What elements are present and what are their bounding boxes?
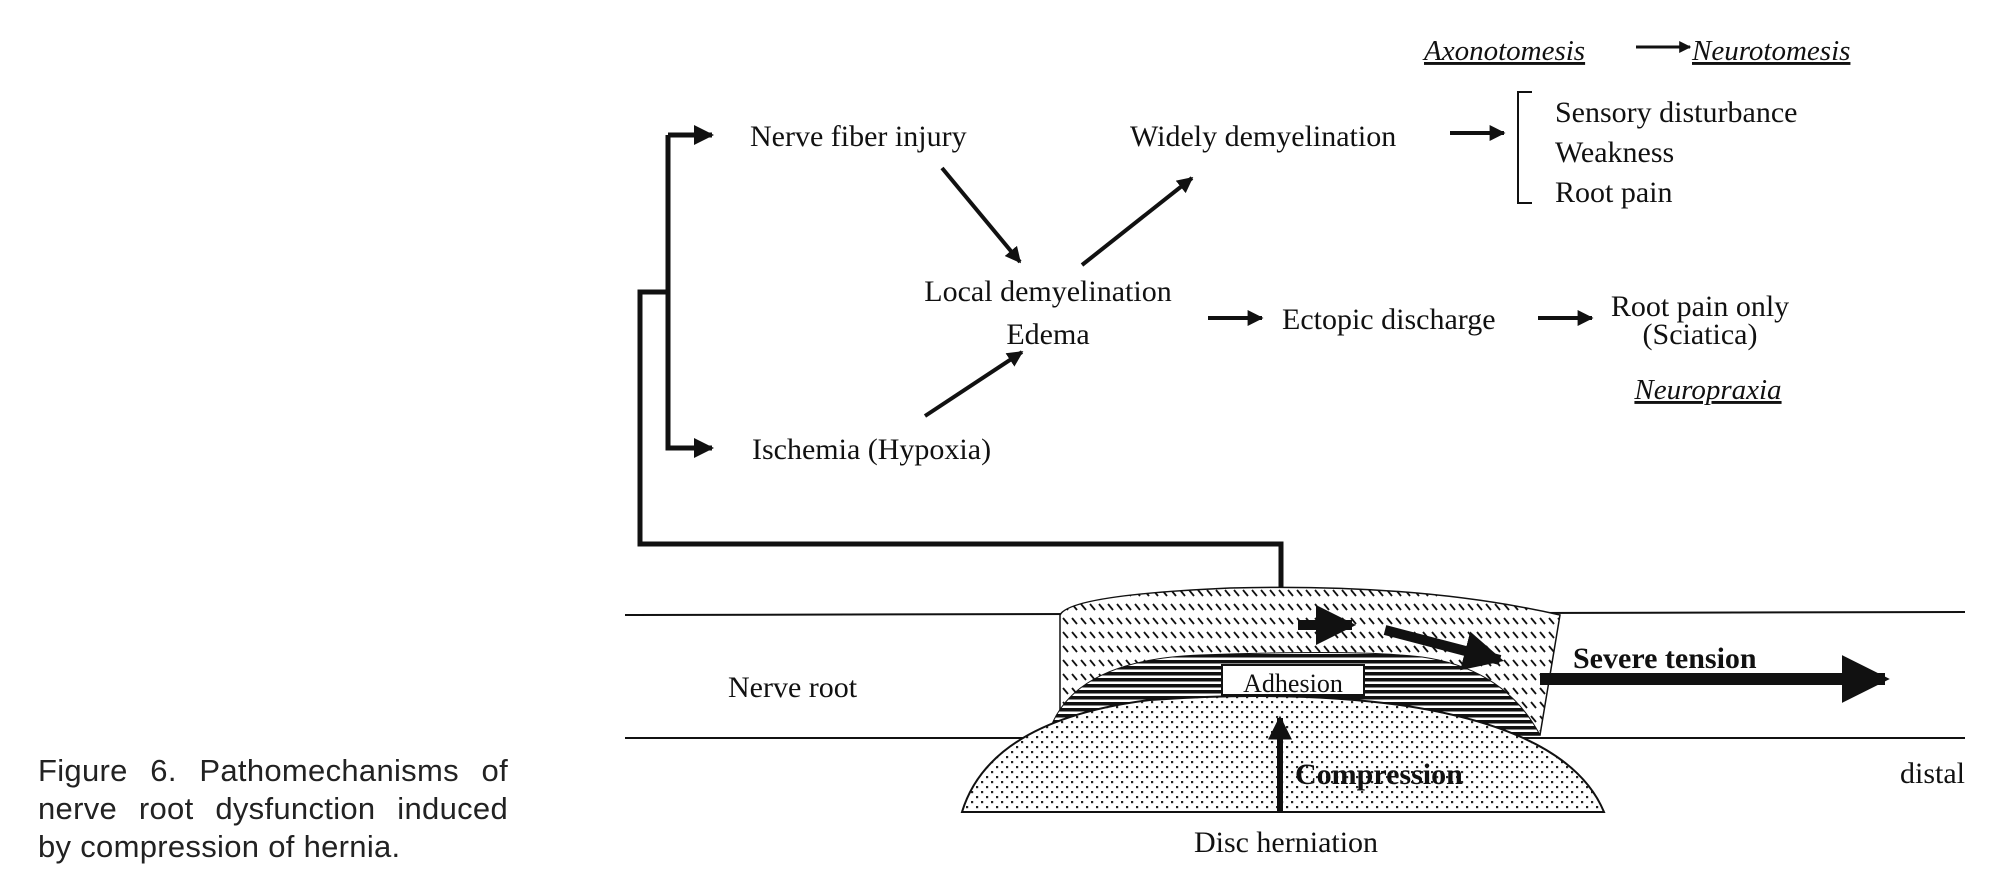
symptom-weakness: Weakness [1555, 136, 1674, 169]
label-severe-tension: Severe tension [1573, 642, 1757, 675]
node-nerve-fiber-injury: Nerve fiber injury [750, 120, 967, 153]
node-root-pain-only: Root pain only [1611, 290, 1789, 323]
arrow-injury-to-local [940, 166, 1022, 264]
tension-arrow-2 [1383, 625, 1504, 671]
label-neuropraxia: Neuropraxia [1633, 374, 1781, 406]
node-sciatica: (Sciatica) [1643, 318, 1758, 351]
flow-arrows [923, 41, 1692, 418]
node-ischemia: Ischemia (Hypoxia) [752, 433, 991, 466]
label-nerve-root: Nerve root [728, 671, 858, 704]
symptom-bracket [1517, 91, 1532, 204]
label-disc-herniation: Disc herniation [1194, 826, 1378, 859]
figure-caption: Figure 6. Pathomechanisms of nerve root … [38, 753, 508, 864]
label-neurotomesis: Neurotomesis [1691, 35, 1850, 67]
label-axonotomesis: Axonotomesis [1422, 35, 1585, 67]
root-connector [637, 125, 1284, 630]
label-distal: distal [1900, 757, 1965, 790]
label-compression: Compression [1295, 758, 1463, 791]
node-edema: Edema [1006, 318, 1089, 351]
symptom-sensory-disturbance: Sensory disturbance [1555, 96, 1797, 129]
node-ectopic-discharge: Ectopic discharge [1282, 303, 1496, 336]
adhesion-box [1221, 664, 1365, 696]
symptom-root-pain: Root pain [1555, 176, 1673, 209]
arrow-local-to-widely [1080, 176, 1194, 267]
node-local-demyelination: Local demyelination [924, 275, 1171, 308]
anatomy-illustration [624, 586, 1966, 813]
arrow-ischemia-to-local [923, 350, 1024, 418]
node-widely-demyelination: Widely demyelination [1130, 120, 1396, 153]
label-adhesion: Adhesion [1243, 669, 1343, 698]
